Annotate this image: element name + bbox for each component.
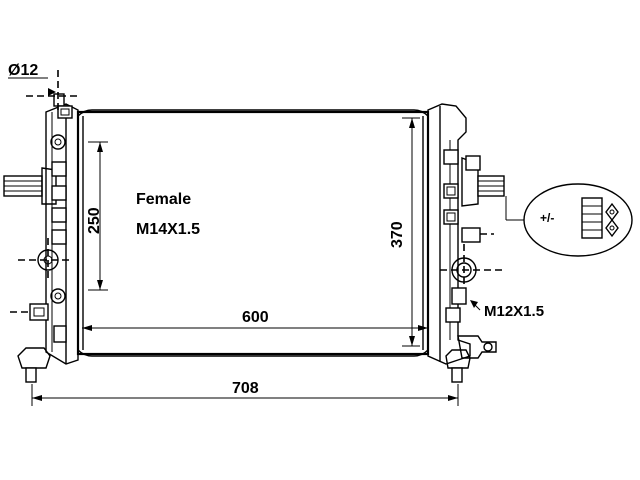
arrow-icon	[32, 395, 42, 401]
dim-250-label: 250	[86, 207, 103, 234]
dim-708-label: 708	[232, 380, 259, 397]
dim-600-label: 600	[242, 309, 269, 326]
female-label: Female	[136, 191, 191, 208]
dim-708: 708	[31, 380, 459, 406]
left-tank	[3, 93, 79, 383]
arrow-icon	[418, 325, 428, 331]
arrow-icon	[409, 336, 415, 346]
dim-600: 600	[82, 309, 428, 331]
diameter-callout: Ø12	[8, 62, 78, 110]
arrow-icon	[470, 300, 478, 308]
sensor-detail-icon	[581, 197, 619, 239]
arrow-icon	[448, 395, 458, 401]
plus-minus-label: +/-	[540, 211, 554, 225]
dim-370: 370	[389, 117, 420, 347]
thread-female-label: M14X1.5	[136, 221, 200, 238]
diameter-label: Ø12	[8, 62, 38, 79]
arrow-icon	[97, 142, 103, 152]
arrow-icon	[82, 325, 92, 331]
dim-370-label: 370	[389, 221, 406, 248]
arrow-icon	[409, 118, 415, 128]
thread-male-label: M12X1.5	[484, 303, 544, 320]
dim-250: 250	[86, 141, 108, 291]
right-tank	[427, 103, 506, 383]
arrow-icon	[97, 280, 103, 290]
arrow-icon	[48, 88, 56, 96]
thread-male-callout: M12X1.5	[470, 300, 544, 320]
sensor-detail-bubble: +/-	[505, 183, 633, 257]
